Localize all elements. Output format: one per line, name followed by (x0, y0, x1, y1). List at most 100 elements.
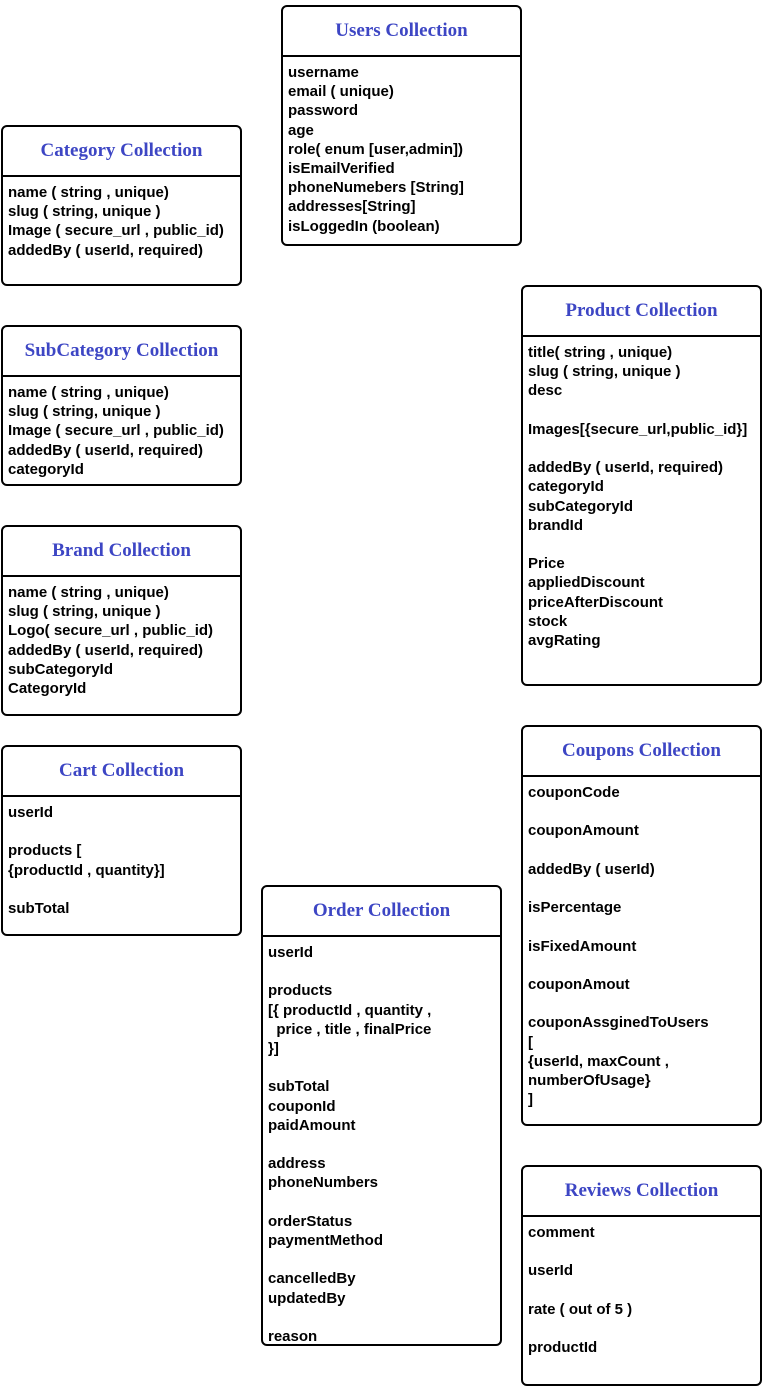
field-line: stock (528, 612, 568, 630)
field-line (268, 1250, 500, 1269)
brand-collection-fields: name ( string , unique)slug ( string, un… (3, 577, 240, 698)
field-line: userId (8, 804, 54, 821)
field-line: slug ( string, unique ) (8, 203, 161, 221)
field-line (8, 822, 240, 841)
field-line (268, 1193, 500, 1212)
field-line: ] (528, 1091, 533, 1109)
subcategory-collection-box: SubCategory Collection name ( string , un… (1, 325, 242, 486)
field-line: name ( string , unique) (8, 384, 169, 401)
field-line: slug ( string, unique ) (8, 603, 161, 621)
field-line: appliedDiscount (528, 574, 645, 592)
field-line: addedBy ( userId, required) (528, 459, 724, 477)
field-line (528, 917, 760, 936)
field-line (268, 1308, 500, 1327)
field-line: desc (528, 382, 563, 400)
field-line (528, 535, 760, 554)
field-line: couponAmout (528, 975, 630, 993)
field-line: slug ( string, unique ) (8, 403, 161, 421)
field-line: [{ productId , quantity , (268, 1001, 432, 1019)
field-line: couponAssginedToUsers (528, 1014, 709, 1032)
order-collection-title: Order Collection (263, 887, 500, 937)
field-line (528, 401, 760, 420)
field-line: products (268, 982, 333, 1000)
field-line (268, 1135, 500, 1154)
field-line: title( string , unique) (528, 344, 673, 361)
cart-collection-title: Cart Collection (3, 747, 240, 797)
coupons-collection-box: Coupons Collection couponCode couponAmount… (521, 725, 762, 1126)
field-line: CategoryId (8, 680, 87, 698)
product-collection-fields: title( string , unique) slug ( string, un… (523, 337, 760, 650)
field-line: phoneNumbers (268, 1174, 379, 1192)
field-line: categoryId (8, 460, 84, 478)
field-line: reason (268, 1327, 318, 1345)
field-line (268, 1058, 500, 1077)
field-line: slug ( string, unique ) (528, 363, 681, 381)
category-collection-box: Category Collection name ( string , uniqu… (1, 125, 242, 286)
field-line: orderStatus (268, 1212, 353, 1230)
order-collection-box: Order Collection userId products[{ product… (261, 885, 502, 1346)
field-line: Images[{secure_url,public_id}] (528, 420, 748, 438)
field-line: addedBy ( userId, required) (8, 241, 204, 259)
field-line: avgRating (528, 632, 601, 649)
field-line (528, 956, 760, 975)
field-line: password (288, 102, 359, 120)
field-line: productId (528, 1339, 598, 1357)
field-line: name ( string , unique) (8, 184, 169, 201)
field-line: {userId, maxCount , (528, 1052, 669, 1070)
field-line: isPercentage (528, 899, 622, 917)
field-line: addedBy ( userId, required) (8, 641, 204, 659)
field-line: isLoggedIn (boolean) (288, 217, 440, 235)
cart-collection-fields: userId products [{productId , quantity}] s… (3, 797, 240, 918)
field-line: rate ( out of 5 ) (528, 1300, 633, 1318)
field-line: couponId (268, 1097, 336, 1115)
field-line: brandId (528, 516, 583, 534)
field-line: addedBy ( userId, required) (8, 441, 204, 459)
field-line: paymentMethod (268, 1231, 384, 1249)
field-line: numberOfUsage} (528, 1071, 651, 1089)
field-line: isEmailVerified (288, 160, 395, 178)
field-line: cancelledBy (268, 1270, 356, 1288)
field-line: priceAfterDiscount (528, 593, 664, 611)
field-line: Image ( secure_url , public_id) (8, 422, 224, 440)
field-line: subTotal (8, 899, 70, 917)
subcategory-collection-title: SubCategory Collection (3, 327, 240, 377)
field-line: email ( unique) (288, 83, 394, 101)
field-line: age (288, 121, 314, 139)
field-line: userId (528, 1262, 574, 1280)
field-line: subTotal (268, 1078, 330, 1096)
field-line: role( enum [user,admin]) (288, 140, 464, 158)
field-line (528, 1319, 760, 1338)
field-line: subCategoryId (8, 660, 114, 678)
reviews-collection-title: Reviews Collection (523, 1167, 760, 1217)
field-line: couponAmount (528, 822, 639, 840)
field-line: couponCode (528, 784, 620, 801)
cart-collection-box: Cart Collection userId products [{productI… (1, 745, 242, 936)
field-line: userId (268, 944, 314, 961)
field-line: isFixedAmount (528, 937, 637, 955)
field-line: Image ( secure_url , public_id) (8, 222, 224, 240)
field-line: addresses[String] (288, 198, 416, 216)
field-line (268, 962, 500, 981)
brand-collection-title: Brand Collection (3, 527, 240, 577)
category-collection-title: Category Collection (3, 127, 240, 177)
field-line: phoneNumebers [String] (288, 179, 464, 197)
field-line: {productId , quantity}] (8, 861, 165, 879)
product-collection-title: Product Collection (523, 287, 760, 337)
coupons-collection-title: Coupons Collection (523, 727, 760, 777)
field-line: categoryId (528, 478, 604, 496)
field-line: products [ (8, 842, 82, 860)
field-line: updatedBy (268, 1289, 346, 1307)
field-line: address (268, 1155, 326, 1173)
field-line: username (288, 64, 359, 81)
field-line: [ (528, 1033, 533, 1051)
field-line: Logo( secure_url , public_id) (8, 622, 214, 640)
field-line: Price (528, 555, 565, 573)
users-collection-title: Users Collection (283, 7, 520, 57)
